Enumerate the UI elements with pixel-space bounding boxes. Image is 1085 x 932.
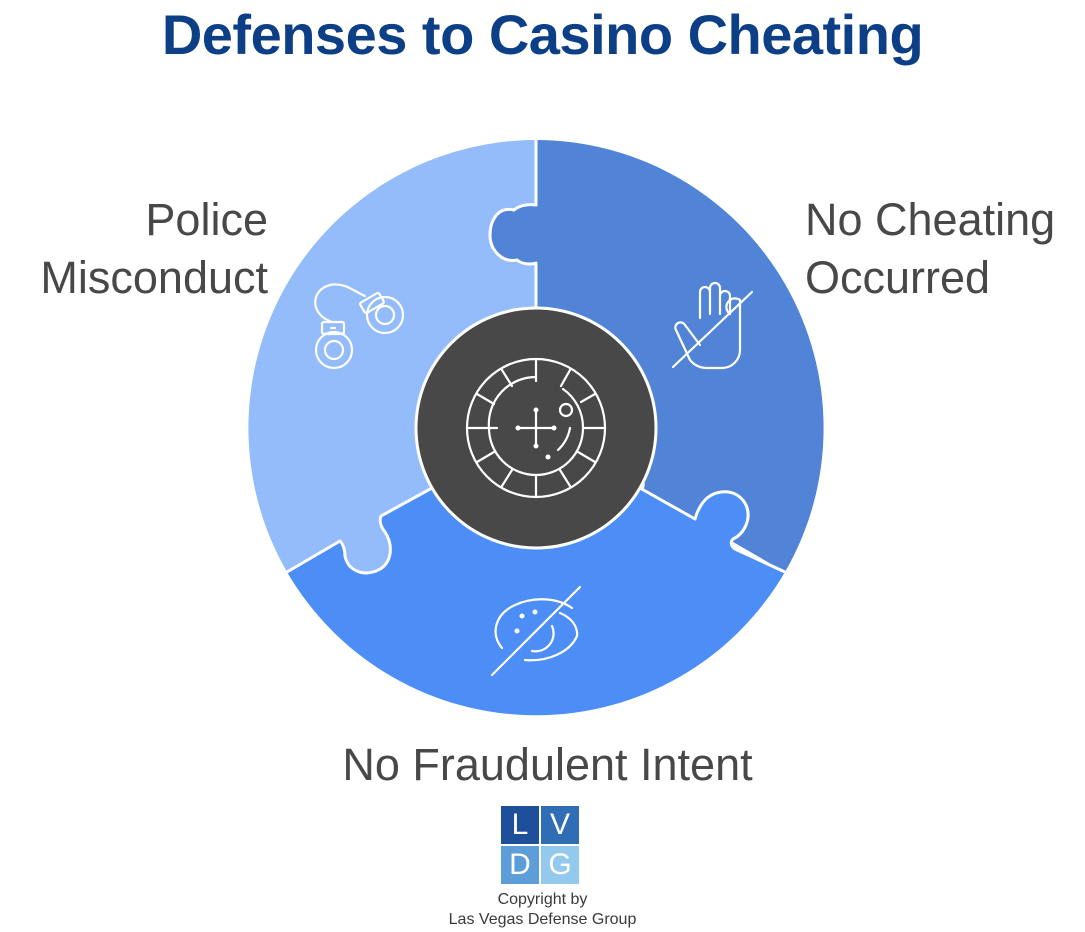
label-line: No Cheating — [805, 194, 1056, 245]
roulette-dots — [515, 407, 557, 460]
roulette-wheel-icon — [465, 357, 607, 499]
logo-letter-d: D — [501, 846, 539, 884]
logo-letter-g: G — [541, 846, 579, 884]
label-line: No Fraudulent Intent — [342, 739, 753, 790]
page-title: Defenses to Casino Cheating — [161, 3, 924, 66]
copyright-line-2: Las Vegas Defense Group — [448, 911, 637, 928]
label-no-fraudulent-intent: No Fraudulent Intent — [0, 736, 1085, 794]
copyright-notice: Copyright by Las Vegas Defense Group — [0, 890, 1085, 930]
eye-slashed-icon — [490, 585, 582, 677]
raised-hand-slashed-icon — [671, 281, 754, 370]
label-line: Occurred — [805, 252, 991, 303]
label-line: Misconduct — [40, 252, 268, 303]
handcuffs-icon — [314, 283, 405, 370]
logo-letter-v: V — [541, 806, 579, 844]
copyright-line-1: Copyright by — [497, 891, 588, 908]
logo-letter-l: L — [501, 806, 539, 844]
label-no-cheating-occurred: No Cheating Occurred — [805, 191, 1055, 307]
eye-dots — [514, 609, 538, 634]
lvdg-logo: L V D G — [501, 806, 579, 884]
segment-no-cheating-occurred — [490, 140, 824, 572]
divider-lines — [286, 140, 786, 575]
label-police-misconduct: Police Misconduct — [40, 191, 268, 307]
label-line: Police — [145, 194, 268, 245]
